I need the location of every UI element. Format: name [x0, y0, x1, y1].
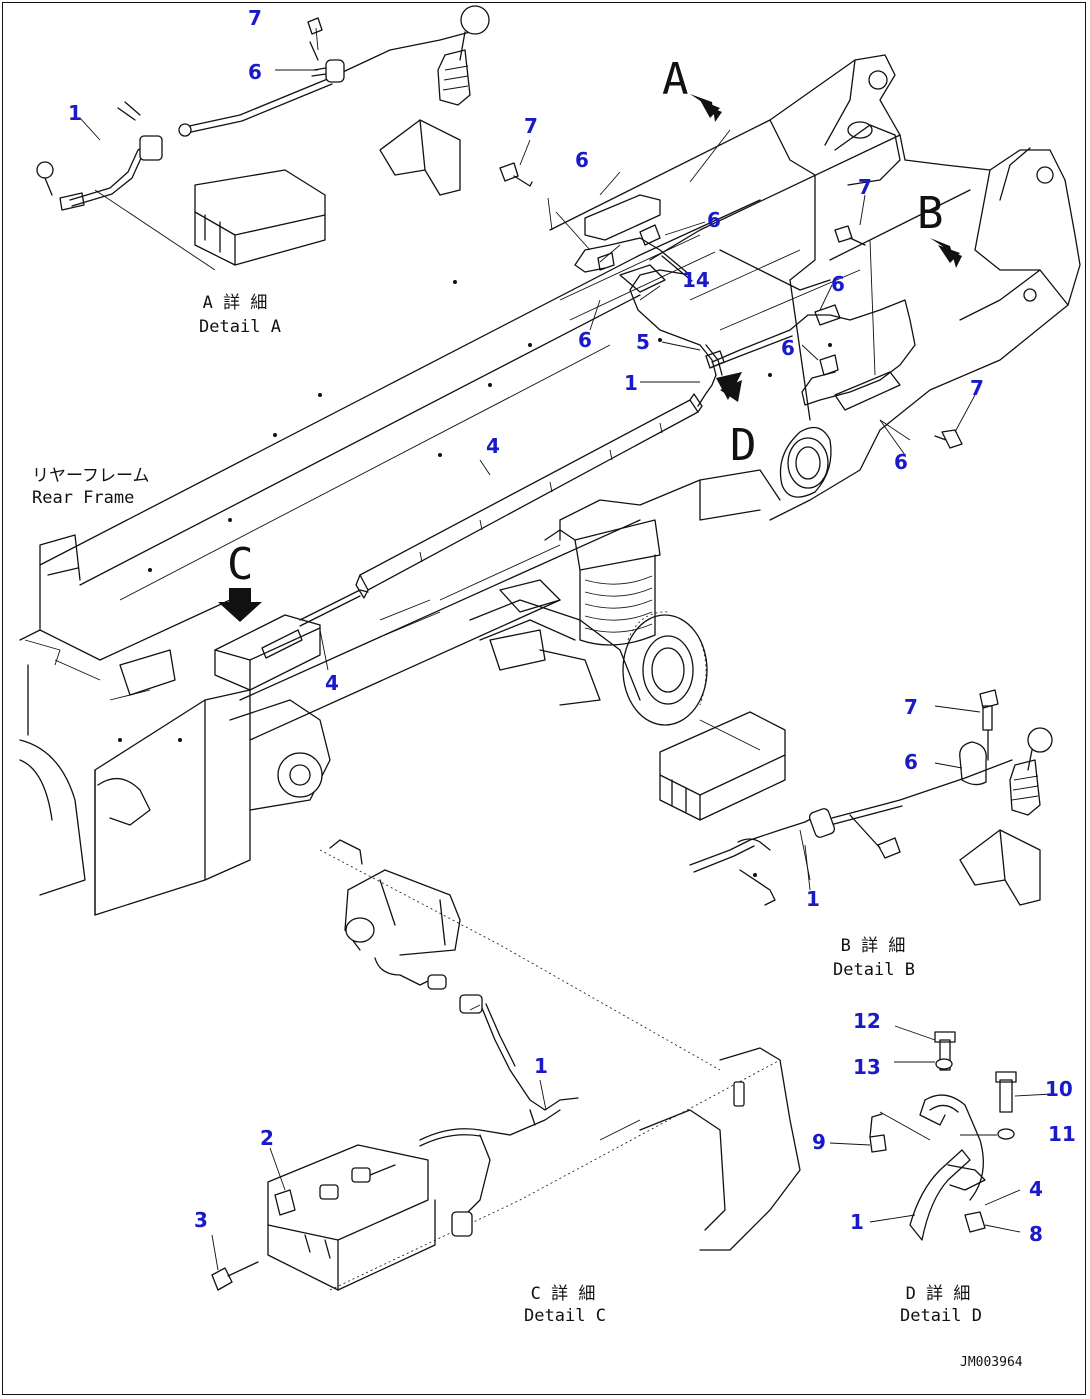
- detail-a-drawing: [36, 5, 490, 271]
- detail-b-caption-en: Detail B: [833, 960, 915, 980]
- callout-c3: 3: [194, 1208, 208, 1232]
- callout-b1: 1: [806, 887, 820, 911]
- callout-m5: 5: [636, 330, 650, 354]
- detail-a-caption-jp: A 詳 細: [202, 293, 268, 313]
- callout-m6b: 6: [707, 208, 721, 232]
- callout-m7b: 7: [858, 175, 872, 199]
- detail-c-caption-en: Detail C: [524, 1306, 606, 1326]
- callout-b6: 6: [904, 750, 918, 774]
- callout-m7a: 7: [524, 114, 538, 138]
- detail-a-caption-en: Detail A: [199, 317, 281, 337]
- detail-b-caption-jp: B 詳 細: [840, 936, 906, 956]
- callout-b7: 7: [904, 695, 918, 719]
- callout-m6e: 6: [781, 336, 795, 360]
- callout-d4: 4: [1029, 1177, 1043, 1201]
- callout-m6d: 6: [831, 272, 845, 296]
- callout-m7c: 7: [970, 376, 984, 400]
- callout-a7: 7: [248, 6, 262, 30]
- callout-m6c: 6: [578, 328, 592, 352]
- leader-lines: [79, 27, 1053, 1271]
- detail-c-drawing: [211, 839, 801, 1291]
- view-letter-d: D: [730, 420, 757, 471]
- view-letter-a: A: [662, 54, 689, 105]
- callout-m1: 1: [624, 371, 638, 395]
- callout-m6a: 6: [575, 148, 589, 172]
- rear-frame-label-en: Rear Frame: [32, 488, 135, 508]
- callout-a1: 1: [68, 101, 82, 125]
- view-letter-c: C: [227, 539, 254, 590]
- main-frame-drawing: [19, 54, 1081, 916]
- detail-d-caption-jp: D 詳 細: [905, 1284, 971, 1304]
- rear-frame-label-jp: リヤーフレーム: [32, 466, 150, 486]
- callout-d1: 1: [850, 1210, 864, 1234]
- callout-d9: 9: [812, 1130, 826, 1154]
- callout-m6f: 6: [894, 450, 908, 474]
- callout-c1: 1: [534, 1054, 548, 1078]
- detail-d-caption-en: Detail D: [900, 1306, 982, 1326]
- callout-m4a: 4: [486, 434, 500, 458]
- callout-d10: 10: [1045, 1077, 1073, 1101]
- detail-b-drawing: [659, 689, 1053, 906]
- detail-d-drawing: [869, 1031, 1017, 1241]
- callout-d11: 11: [1048, 1122, 1076, 1146]
- drawing-code: JM003964: [960, 1355, 1023, 1370]
- callout-d12: 12: [853, 1009, 881, 1033]
- callout-d8: 8: [1029, 1222, 1043, 1246]
- callout-m4b: 4: [325, 671, 339, 695]
- callout-d13: 13: [853, 1055, 881, 1079]
- callout-m14: 14: [682, 268, 710, 292]
- view-letter-b: B: [917, 188, 944, 239]
- callout-c2: 2: [260, 1126, 274, 1150]
- detail-c-caption-jp: C 詳 細: [530, 1284, 596, 1304]
- callout-a6: 6: [248, 60, 262, 84]
